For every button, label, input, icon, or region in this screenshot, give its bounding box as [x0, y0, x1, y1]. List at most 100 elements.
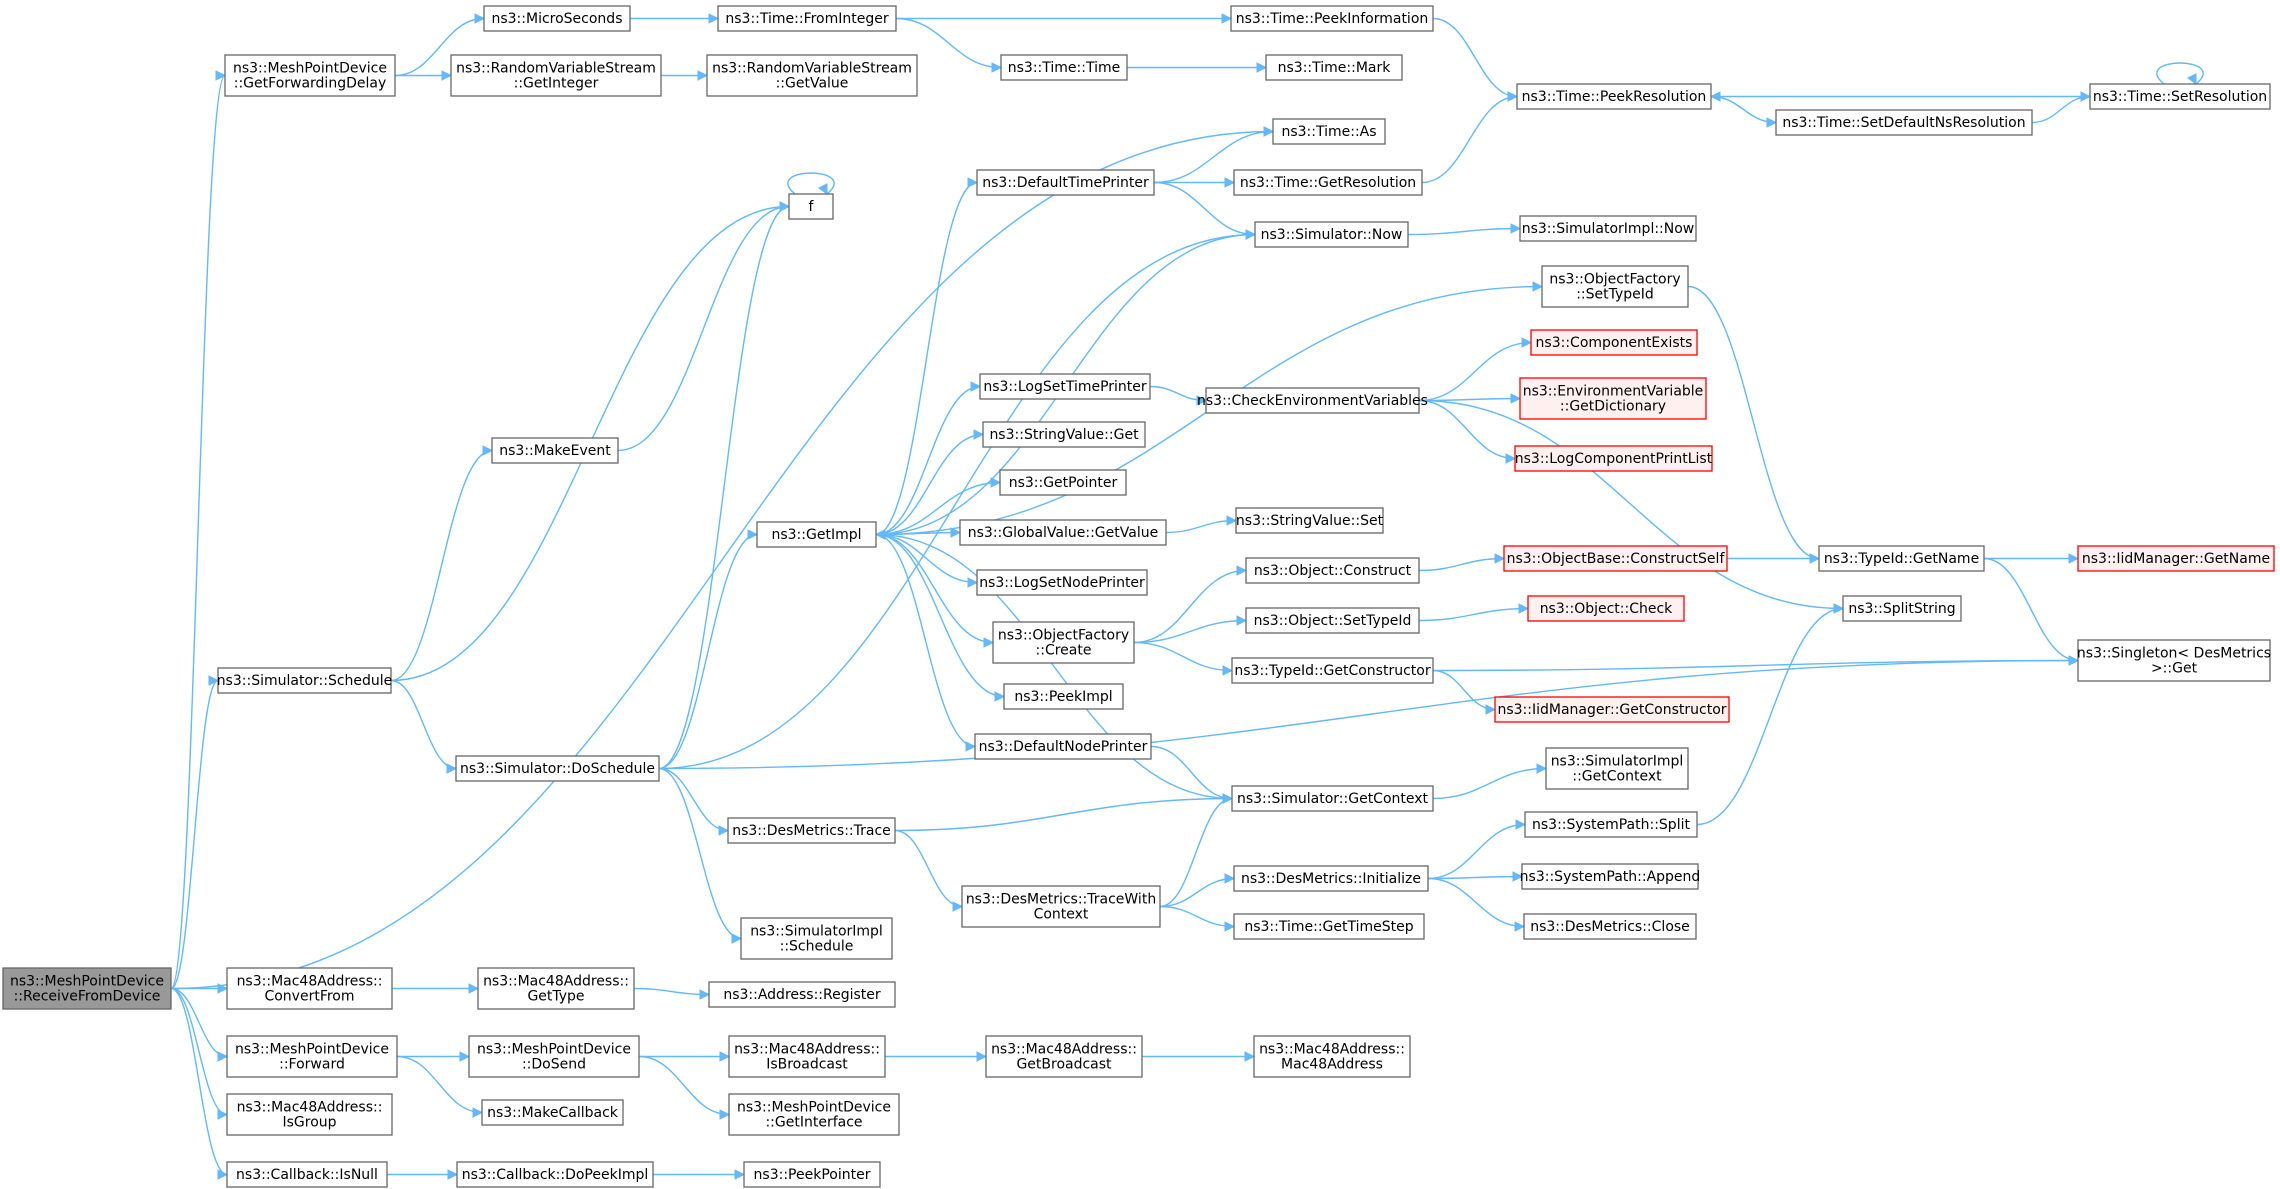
edge-getimpl-strget — [875, 429, 985, 536]
node-splitstr[interactable]: ns3::SplitString — [1842, 595, 1962, 622]
edge-arrowhead — [459, 1051, 471, 1062]
node-label: ::GetInterface — [765, 1115, 862, 1131]
node-micro[interactable]: ns3::MicroSeconds — [483, 5, 631, 32]
node-macisbcast[interactable]: ns3::Mac48Address::IsBroadcast — [728, 1035, 886, 1078]
edge-root-cbisnull — [170, 987, 229, 1180]
node-objconstruct[interactable]: ns3::Object::Construct — [1245, 557, 1420, 584]
node-gvgetval[interactable]: ns3::GlobalValue::GetValue — [959, 519, 1167, 546]
node-cbisnull[interactable]: ns3::Callback::IsNull — [226, 1161, 388, 1188]
node-logcomp[interactable]: ns3::LogComponentPrintList — [1514, 445, 1713, 472]
node-label: ns3::Mac48Address:: — [1259, 1042, 1405, 1058]
node-label: ns3::Simulator::Now — [1261, 227, 1403, 243]
node-label: ns3::Mac48Address:: — [483, 974, 629, 990]
node-iidgetctor[interactable]: ns3::IidManager::GetConstructor — [1494, 696, 1730, 723]
node-simgetctx[interactable]: ns3::Simulator::GetContext — [1231, 785, 1434, 812]
node-tidgetctor[interactable]: ns3::TypeId::GetConstructor — [1231, 657, 1434, 684]
node-label: ns3::MeshPointDevice — [477, 1042, 631, 1058]
node-macctor[interactable]: ns3::Mac48Address::Mac48Address — [1253, 1035, 1411, 1078]
node-makecb[interactable]: ns3::MakeCallback — [481, 1099, 624, 1126]
edge-checkenv-logcomp — [1418, 399, 1517, 464]
node-dmtrace[interactable]: ns3::DesMetrics::Trace — [727, 817, 896, 844]
edge-f-f — [787, 172, 835, 195]
node-mark[interactable]: ns3::Time::Mark — [1265, 54, 1403, 81]
node-label: ns3::MakeCallback — [487, 1105, 619, 1121]
node-mpdgetif[interactable]: ns3::MeshPointDevice::GetInterface — [728, 1093, 900, 1136]
node-label: ns3::IidManager::GetName — [2082, 551, 2270, 567]
node-setdefns[interactable]: ns3::Time::SetDefaultNsResolution — [1775, 109, 2033, 136]
node-label: ns3::MicroSeconds — [491, 11, 622, 27]
node-peekres[interactable]: ns3::Time::PeekResolution — [1516, 83, 1712, 110]
node-macgetbcast[interactable]: ns3::Mac48Address::GetBroadcast — [985, 1035, 1143, 1078]
node-addrreg[interactable]: ns3::Address::Register — [708, 981, 896, 1008]
node-dminit[interactable]: ns3::DesMetrics::Initialize — [1233, 865, 1429, 892]
node-spappend[interactable]: ns3::SystemPath::Append — [1520, 863, 1701, 890]
node-ofcreate[interactable]: ns3::ObjectFactory::Create — [992, 621, 1135, 664]
node-envdict[interactable]: ns3::EnvironmentVariable::GetDictionary — [1519, 377, 1707, 420]
edge-fromint-peekinfo — [896, 13, 1233, 24]
node-getres[interactable]: ns3::Time::GetResolution — [1233, 169, 1423, 196]
node-label: ::GetInteger — [514, 76, 599, 92]
node-makeevent[interactable]: ns3::MakeEvent — [491, 437, 619, 464]
node-label: ns3::Callback::IsNull — [236, 1167, 378, 1183]
node-strget[interactable]: ns3::StringValue::Get — [982, 421, 1146, 448]
node-peekinfo[interactable]: ns3::Time::PeekInformation — [1230, 5, 1434, 32]
node-objcheck[interactable]: ns3::Object::Check — [1527, 595, 1685, 622]
edge-root-macconvfrom — [170, 983, 229, 994]
node-peekimpl[interactable]: ns3::PeekImpl — [1003, 683, 1124, 710]
node-f[interactable]: f — [788, 193, 834, 220]
node-fromint[interactable]: ns3::Time::FromInteger — [717, 5, 897, 32]
node-spsplit[interactable]: ns3::SystemPath::Split — [1524, 811, 1698, 838]
edge-timetime-mark — [1127, 62, 1268, 73]
node-tidgetname[interactable]: ns3::TypeId::GetName — [1818, 545, 1985, 572]
node-logsettp[interactable]: ns3::LogSetTimePrinter — [979, 373, 1151, 400]
node-macgettype[interactable]: ns3::Mac48Address::GetType — [477, 967, 635, 1010]
node-logsetnp[interactable]: ns3::LogSetNodePrinter — [976, 569, 1148, 596]
node-strset[interactable]: ns3::StringValue::Set — [1235, 507, 1384, 534]
node-timeas[interactable]: ns3::Time::As — [1272, 118, 1386, 145]
node-mpdforward[interactable]: ns3::MeshPointDevice::Forward — [226, 1035, 398, 1078]
edge-arrowhead — [1236, 615, 1248, 626]
call-graph-nodes: ns3::MeshPointDevice::ReceiveFromDevicen… — [2, 5, 2275, 1188]
edge-dmtrace-dmtracectx — [894, 829, 964, 912]
node-simnow[interactable]: ns3::Simulator::Now — [1254, 221, 1409, 248]
edge-arrowhead — [719, 1109, 731, 1120]
node-gettimestep[interactable]: ns3::Time::GetTimeStep — [1233, 913, 1425, 940]
edge-simdosched-dmtrace — [658, 767, 730, 836]
node-deftp[interactable]: ns3::DefaultTimePrinter — [976, 169, 1155, 196]
node-macisgroup[interactable]: ns3::Mac48Address::IsGroup — [226, 1093, 393, 1136]
node-timetime[interactable]: ns3::Time::Time — [1000, 54, 1128, 81]
node-simschedule[interactable]: ns3::Simulator::Schedule — [217, 667, 393, 694]
node-simdosched[interactable]: ns3::Simulator::DoSchedule — [455, 755, 660, 782]
node-dmclose[interactable]: ns3::DesMetrics::Close — [1523, 913, 1697, 940]
node-rvsgetint[interactable]: ns3::RandomVariableStream::GetInteger — [450, 54, 662, 97]
node-compexists[interactable]: ns3::ComponentExists — [1530, 329, 1698, 356]
node-objsettid[interactable]: ns3::Object::SetTypeId — [1245, 607, 1420, 634]
node-mpddosend[interactable]: ns3::MeshPointDevice::DoSend — [468, 1035, 640, 1078]
node-ofsettid[interactable]: ns3::ObjectFactory::SetTypeId — [1541, 265, 1689, 308]
edge-dminit-spappend — [1427, 871, 1524, 882]
node-getpointer[interactable]: ns3::GetPointer — [999, 469, 1127, 496]
node-getimpl[interactable]: ns3::GetImpl — [756, 521, 877, 548]
node-simimplsched[interactable]: ns3::SimulatorImpl::Schedule — [740, 917, 893, 960]
edge-arrowhead — [1512, 871, 1524, 882]
node-label: ns3::ObjectFactory — [1549, 272, 1680, 288]
node-iidgetname[interactable]: ns3::IidManager::GetName — [2077, 545, 2275, 572]
node-simimplnow[interactable]: ns3::SimulatorImpl::Now — [1519, 215, 1697, 242]
node-root[interactable]: ns3::MeshPointDevice::ReceiveFromDevice — [2, 967, 172, 1010]
node-singleton[interactable]: ns3::Singleton< DesMetrics >::Get — [2077, 639, 2271, 682]
node-getfwd[interactable]: ns3::MeshPointDevice::GetForwardingDelay — [224, 54, 396, 97]
node-checkenv[interactable]: ns3::CheckEnvironmentVariables — [1197, 387, 1428, 414]
node-simimplctx[interactable]: ns3::SimulatorImpl::GetContext — [1545, 747, 1689, 790]
node-label: ns3::Object::Check — [1540, 601, 1673, 617]
node-cbdopeek[interactable]: ns3::Callback::DoPeekImpl — [456, 1161, 654, 1188]
node-label: ::Forward — [279, 1057, 345, 1073]
node-defnp[interactable]: ns3::DefaultNodePrinter — [974, 733, 1152, 760]
node-obconstructself[interactable]: ns3::ObjectBase::ConstructSelf — [1503, 545, 1728, 572]
edge-getimpl-logsetnp — [875, 533, 979, 588]
node-rvsgetval[interactable]: ns3::RandomVariableStream::GetValue — [706, 54, 918, 97]
node-setres[interactable]: ns3::Time::SetResolution — [2089, 83, 2271, 110]
node-macconvfrom[interactable]: ns3::Mac48Address::ConvertFrom — [226, 967, 393, 1010]
node-label: ns3::Simulator::DoSchedule — [460, 761, 655, 777]
node-peekptr[interactable]: ns3::PeekPointer — [743, 1161, 881, 1188]
